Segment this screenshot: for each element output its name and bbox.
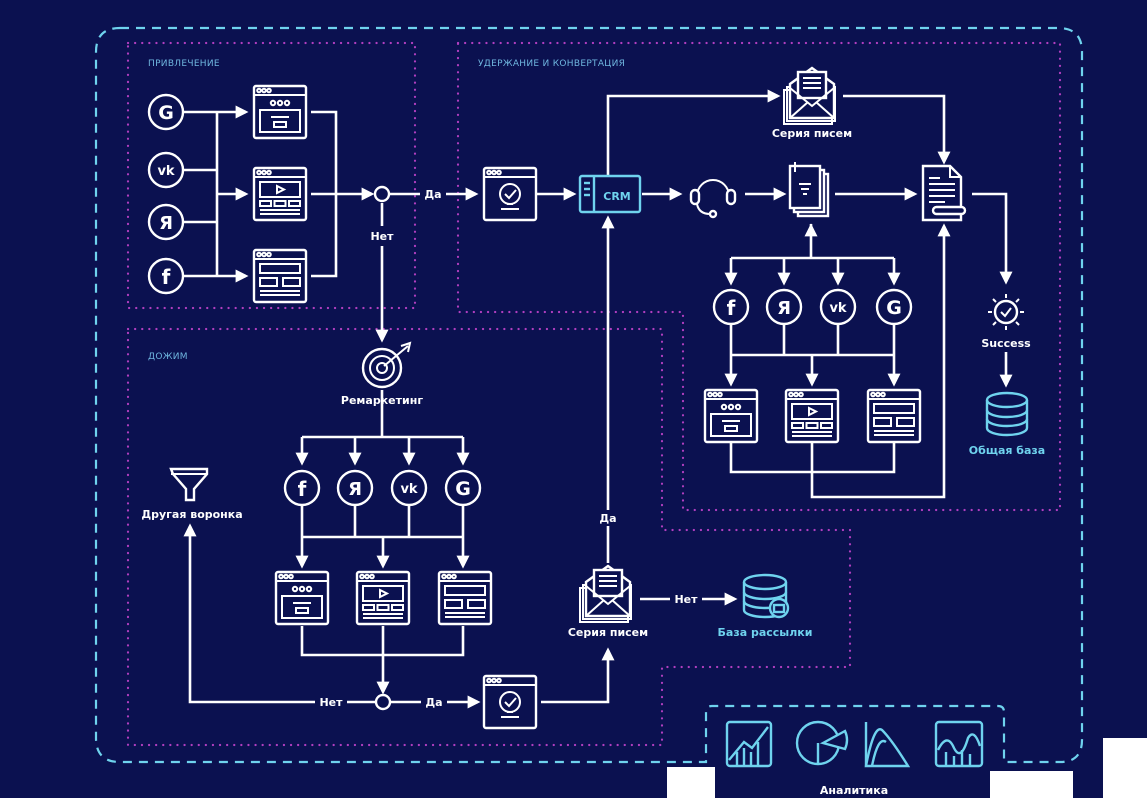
wave-chart-icon	[934, 720, 984, 768]
source-google: G	[147, 93, 185, 131]
vk-icon	[147, 151, 185, 189]
common-base-label: Общая база	[969, 444, 1045, 457]
svg-text:Я: Я	[159, 213, 173, 234]
target-icon	[361, 341, 412, 389]
decision-node	[374, 693, 392, 711]
svg-text:f: f	[298, 477, 307, 501]
google-icon	[875, 288, 913, 326]
no-label: Нет	[674, 593, 698, 606]
yes-label: Да	[424, 188, 441, 201]
svg-text:G: G	[886, 297, 902, 319]
conversion-page-icon	[482, 166, 538, 222]
retention-connectors	[537, 89, 1013, 499]
zone-push	[126, 327, 852, 747]
success-icon	[988, 294, 1024, 330]
svg-text:vk: vk	[829, 301, 846, 316]
svg-text:CRM: CRM	[603, 190, 631, 203]
region-label-attraction: ПРИВЛЕЧЕНИЕ	[148, 59, 220, 69]
attraction-connectors	[184, 105, 479, 343]
region-label-retention: УДЕРЖАНИЕ И КОНВЕРТАЦИЯ	[478, 59, 625, 69]
vk-icon	[390, 469, 428, 507]
zone-attraction	[126, 41, 417, 310]
email-icon	[578, 564, 633, 624]
landing-page-icon	[703, 388, 759, 444]
success-label: Success	[981, 337, 1031, 350]
outer-frame	[94, 26, 1084, 764]
retention-sources: f Я vk G	[712, 288, 913, 326]
contract-icon	[921, 164, 967, 222]
blank-block	[667, 767, 715, 798]
analytics-label: Аналитика	[820, 784, 888, 797]
headset-icon	[689, 179, 737, 219]
funnel-icon	[169, 467, 209, 502]
database-icon	[985, 391, 1029, 437]
google-icon	[444, 469, 482, 507]
landing-page-icon	[274, 570, 330, 626]
video-page-icon	[355, 570, 411, 626]
catalog-page-icon	[437, 570, 493, 626]
documents-icon	[788, 162, 830, 218]
blank-block	[990, 771, 1073, 798]
source-vk: vk	[147, 151, 185, 189]
svg-text:f: f	[162, 265, 171, 289]
decision-node	[373, 185, 391, 203]
svg-text:vk: vk	[157, 164, 174, 179]
line-chart-icon	[725, 720, 773, 768]
yes-label: Да	[599, 512, 616, 525]
email-series-label-top: Серия писем	[772, 127, 852, 140]
no-label: Нет	[319, 696, 343, 709]
yes-label: Да	[425, 696, 442, 709]
video-page-icon	[784, 388, 840, 444]
push-sources: f Я vk G	[283, 469, 482, 507]
zone-retention	[456, 41, 1062, 512]
landing-page-icon	[252, 84, 308, 140]
svg-text:G: G	[455, 478, 471, 500]
email-icon	[782, 66, 837, 126]
blank-block	[1103, 738, 1147, 798]
mail-database-icon	[742, 573, 790, 619]
distribution-chart-icon	[864, 722, 911, 768]
email-series-label-bottom: Серия писем	[568, 626, 648, 639]
svg-text:G: G	[158, 102, 174, 124]
yandex-icon	[765, 288, 803, 326]
yandex-icon	[147, 203, 185, 241]
svg-text:vk: vk	[400, 482, 417, 497]
source-yandex: Я	[147, 203, 185, 241]
mailing-base-label: База рассылки	[718, 626, 813, 639]
region-label-push: ДОЖИМ	[148, 352, 188, 362]
facebook-icon	[712, 288, 750, 326]
svg-text:f: f	[727, 296, 736, 320]
video-page-icon	[252, 166, 308, 222]
facebook-icon	[283, 469, 321, 507]
source-facebook: f	[147, 257, 185, 295]
svg-text:Я: Я	[348, 479, 362, 500]
pie-chart-icon	[795, 720, 849, 766]
remarketing-label: Ремаркетинг	[341, 394, 423, 407]
no-label: Нет	[370, 230, 394, 243]
google-icon	[147, 93, 185, 131]
conversion-page-icon	[482, 674, 538, 730]
crm-icon: CRM	[578, 174, 642, 214]
facebook-icon	[147, 257, 185, 295]
yandex-icon	[336, 469, 374, 507]
svg-text:Я: Я	[777, 298, 791, 319]
vk-icon	[819, 288, 857, 326]
catalog-page-icon	[866, 388, 922, 444]
catalog-page-icon	[252, 248, 308, 304]
other-funnel-label: Другая воронка	[141, 508, 242, 521]
